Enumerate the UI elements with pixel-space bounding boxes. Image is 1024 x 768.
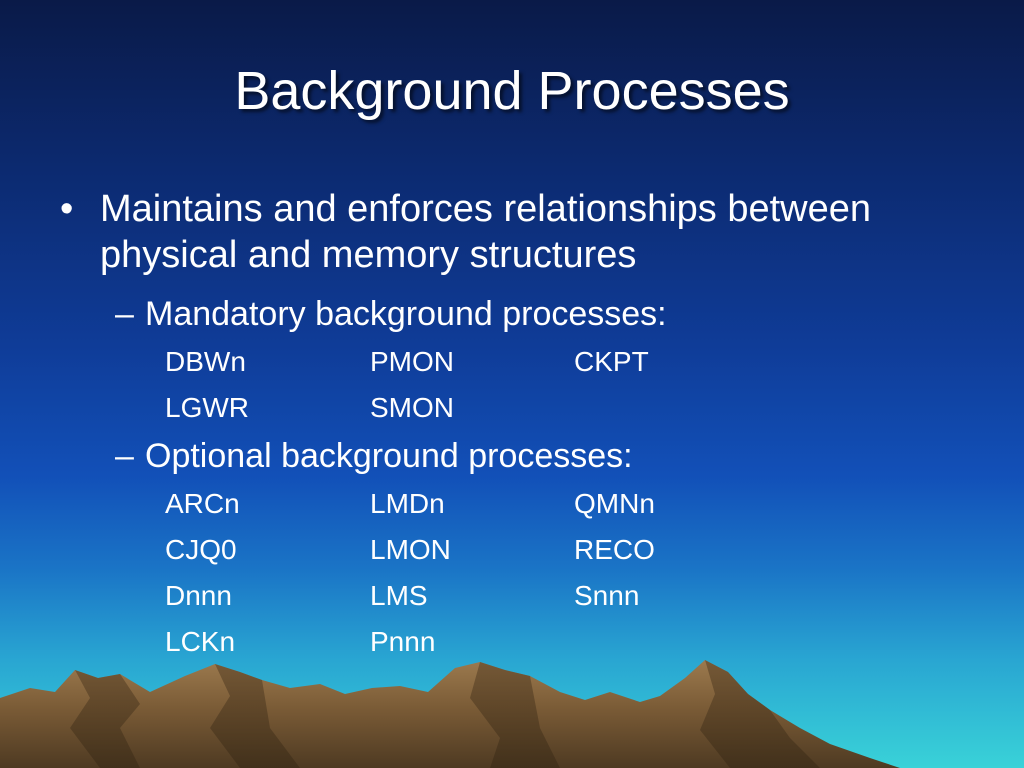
process-cell: CJQ0 — [165, 534, 237, 565]
process-row: LGWR SMON — [165, 385, 765, 431]
process-cell: PMON — [370, 346, 454, 377]
mountain-range-decoration — [0, 660, 900, 768]
process-row: ARCn LMDn QMNn — [165, 481, 765, 527]
optional-label: Optional background processes: — [145, 437, 633, 475]
dash-marker: – — [115, 437, 134, 475]
process-cell: Pnnn — [370, 626, 436, 657]
process-cell: SMON — [370, 392, 454, 423]
dash-marker: – — [115, 295, 134, 333]
process-row: CJQ0 LMON RECO — [165, 527, 765, 573]
process-cell: DBWn — [165, 346, 246, 377]
process-cell: LMS — [370, 580, 428, 611]
process-row: LCKn Pnnn — [165, 619, 765, 665]
process-cell: LCKn — [165, 626, 236, 657]
process-cell: ARCn — [165, 488, 240, 519]
process-cell: Dnnn — [165, 580, 232, 611]
process-cell: LGWR — [165, 392, 249, 423]
mandatory-label: Mandatory background processes: — [145, 295, 667, 333]
process-cell: Snnn — [574, 580, 640, 611]
bullet-text: Maintains and enforces relationships bet… — [100, 188, 872, 276]
process-cell: QMNn — [574, 488, 655, 519]
optional-process-grid: ARCn LMDn QMNn CJQ0 LMON RECO Dnnn LMS S… — [165, 481, 765, 665]
process-row: DBWn PMON CKPT — [165, 339, 765, 385]
mountain-shadow — [70, 660, 820, 768]
process-row: Dnnn LMS Snnn — [165, 573, 765, 619]
slide-title: Background Processes — [234, 61, 790, 121]
process-cell: LMDn — [370, 488, 445, 519]
process-cell: LMON — [370, 534, 451, 565]
mandatory-process-grid: DBWn PMON CKPT LGWR SMON — [165, 339, 765, 431]
bullet-marker: • — [60, 188, 74, 230]
process-cell: CKPT — [574, 346, 649, 377]
process-cell: RECO — [574, 534, 655, 565]
